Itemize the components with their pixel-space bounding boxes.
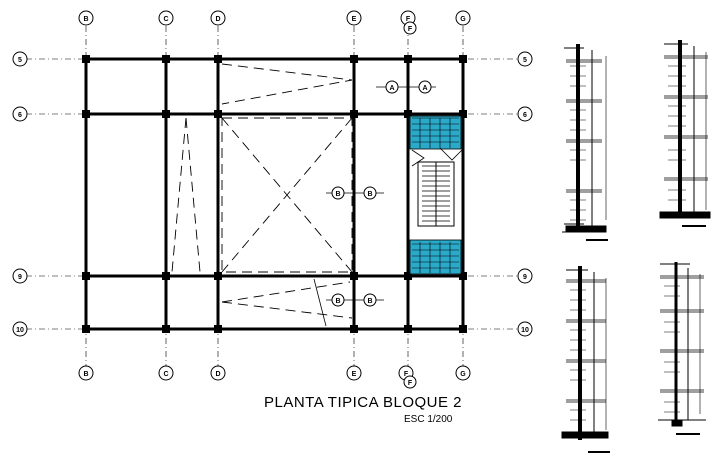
stair-core — [409, 115, 463, 275]
row-axis-labels-right: 5 6 9 10 — [517, 51, 533, 337]
section-markers: A A B B B B — [326, 80, 436, 307]
section-detail-4 — [658, 262, 706, 435]
axis-label-f-bottom: F — [404, 371, 409, 378]
axis-label-5-right: 5 — [523, 57, 527, 64]
axis-label-c-top: C — [163, 16, 168, 23]
axis-label-f-bottom-sub: F — [408, 380, 413, 387]
axis-label-g-bottom: G — [460, 371, 466, 378]
axis-label-9-left: 9 — [18, 274, 22, 281]
section-detail-3 — [561, 266, 610, 453]
section-mark-b-1: B — [335, 191, 340, 198]
section-mark-b-4: B — [367, 298, 372, 305]
axis-label-f-top-sub: F — [408, 26, 413, 33]
axis-label-10-right: 10 — [521, 327, 529, 334]
drawing-scale: ESC 1/200 — [404, 414, 453, 425]
section-mark-b-2: B — [367, 191, 372, 198]
section-detail-2 — [659, 40, 711, 227]
column-grid-lines — [85, 26, 464, 374]
row-axis-labels-left: 5 6 9 10 — [12, 51, 28, 337]
axis-label-5-left: 5 — [18, 57, 22, 64]
section-detail-1 — [562, 44, 608, 241]
axis-label-9-right: 9 — [523, 274, 527, 281]
axis-label-g-top: G — [460, 16, 466, 23]
section-mark-b-3: B — [335, 298, 340, 305]
section-mark-a-left: A — [389, 85, 394, 92]
column-axis-labels-bottom: B C D E F F G — [78, 365, 471, 389]
axis-label-e-bottom: E — [352, 371, 357, 378]
axis-label-b-top: B — [83, 16, 88, 23]
row-grid-lines — [26, 58, 518, 330]
axis-label-10-left: 10 — [16, 327, 24, 334]
section-mark-a-right: A — [422, 85, 427, 92]
axis-label-b-bottom: B — [83, 371, 88, 378]
axis-label-6-right: 6 — [523, 112, 527, 119]
axis-label-6-left: 6 — [18, 112, 22, 119]
axis-label-d-top: D — [215, 16, 220, 23]
drawing-title: PLANTA TIPICA BLOQUE 2 — [264, 394, 463, 411]
slab-patterns — [171, 63, 353, 327]
structural-beams — [84, 57, 465, 331]
axis-label-e-top: E — [352, 16, 357, 23]
column-axis-labels-top: B C D E F F G — [78, 10, 471, 35]
axis-label-f-top: F — [406, 16, 411, 23]
axis-label-c-bottom: C — [163, 371, 168, 378]
axis-label-d-bottom: D — [215, 371, 220, 378]
columns — [82, 55, 467, 333]
